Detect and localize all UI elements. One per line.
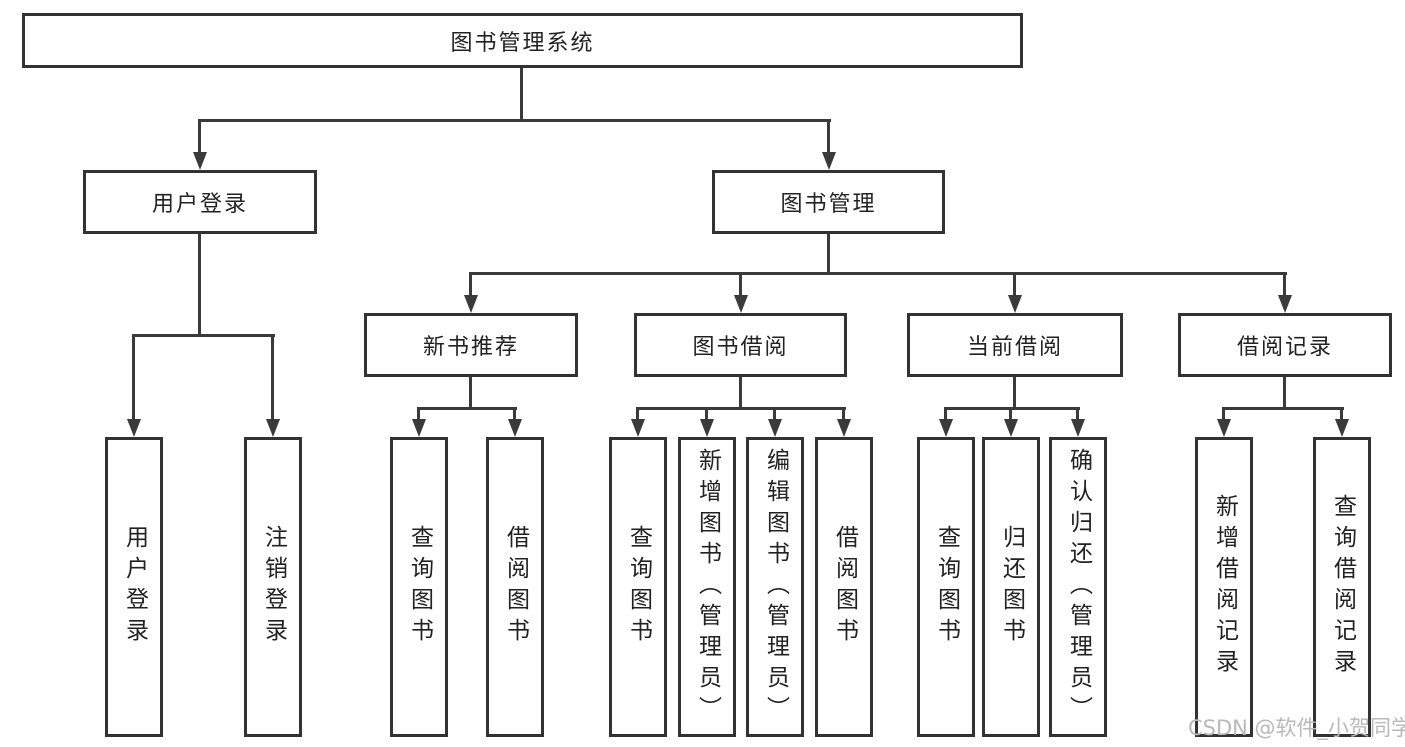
connector-arrow-leaf-login-line <box>132 334 135 420</box>
connector-arrow-br-query-line <box>1340 407 1343 420</box>
connector-arrow-new-book-line <box>469 272 472 297</box>
node-leaf-borrow-book: 借阅图书 <box>815 437 873 737</box>
node-book-management: 图书管理 <box>712 170 945 234</box>
arrow-down-bb-edit <box>768 419 782 437</box>
node-leaf-user-login: 用户登录 <box>105 437 163 737</box>
arrow-down-book-borrow <box>734 295 748 313</box>
connector-arrow-nr-borrow-line <box>513 407 516 420</box>
connector-new-book-stem <box>469 377 472 409</box>
node-new-book-recommend: 新书推荐 <box>364 313 578 377</box>
node-book-borrow: 图书借阅 <box>634 313 847 377</box>
connector-book-mgmt-branch <box>469 272 1287 275</box>
arrow-down-current-borrow <box>1008 295 1022 313</box>
arrow-down-book-mgmt <box>822 152 836 170</box>
connector-current-borrow-stem <box>1013 377 1016 409</box>
node-leaf-edit-book-admin: 编辑图书（管理员） <box>746 437 804 737</box>
connector-root-stem <box>520 68 523 122</box>
connector-current-borrow-branch <box>944 407 1080 410</box>
connector-arrow-current-borrow-line <box>1013 272 1016 297</box>
arrow-down-cb-query <box>939 419 953 437</box>
connector-arrow-bb-borrow-line <box>842 407 845 420</box>
node-current-borrow: 当前借阅 <box>907 313 1123 377</box>
arrow-down-bb-query <box>631 419 645 437</box>
arrow-down-leaf-logout <box>266 419 280 437</box>
node-leaf-add-borrow-record: 新增借阅记录 <box>1195 437 1253 737</box>
node-leaf-query-borrow-record: 查询借阅记录 <box>1313 437 1371 737</box>
arrow-down-leaf-login <box>127 419 141 437</box>
connector-arrow-cb-return-line <box>1009 407 1012 420</box>
connector-book-mgmt-stem <box>827 234 830 275</box>
node-leaf-return-book: 归还图书 <box>982 437 1040 737</box>
connector-root-branch <box>199 119 831 122</box>
connector-arrow-cb-confirm-line <box>1076 407 1079 420</box>
arrow-down-br-add <box>1217 419 1231 437</box>
connector-arrow-cb-query-line <box>944 407 947 420</box>
node-leaf-query-book-current: 查询图书 <box>917 437 975 737</box>
connector-arrow-br-add-line <box>1222 407 1225 420</box>
connector-user-login-branch <box>132 334 275 337</box>
node-leaf-logout: 注销登录 <box>244 437 302 737</box>
arrow-down-cb-return <box>1004 419 1018 437</box>
connector-book-borrow-branch <box>636 407 846 410</box>
connector-arrow-bb-query-line <box>636 407 639 420</box>
watermark-text: CSDN @软件_小贺同学 <box>1188 716 1405 740</box>
connector-arrow-bb-add-line <box>705 407 708 420</box>
node-leaf-query-book-recommend: 查询图书 <box>390 437 448 737</box>
node-user-login: 用户登录 <box>83 170 317 234</box>
node-leaf-add-book-admin: 新增图书（管理员） <box>678 437 736 737</box>
connector-arrow-nr-query-line <box>417 407 420 420</box>
node-leaf-query-book-borrow: 查询图书 <box>609 437 667 737</box>
connector-user-login-stem <box>198 234 201 336</box>
arrow-down-bb-borrow <box>837 419 851 437</box>
node-leaf-confirm-return-admin: 确认归还（管理员） <box>1049 437 1107 737</box>
connector-borrow-record-branch <box>1222 407 1344 410</box>
connector-borrow-record-stem <box>1283 377 1286 409</box>
arrow-down-br-query <box>1335 419 1349 437</box>
node-borrow-records: 借阅记录 <box>1178 313 1392 377</box>
connector-arrow-book-borrow-line <box>739 272 742 297</box>
connector-arrow-borrow-record-line <box>1283 272 1286 297</box>
arrow-down-nr-borrow <box>508 419 522 437</box>
node-library-management-system: 图书管理系统 <box>22 13 1023 68</box>
connector-arrow-bb-edit-line <box>773 407 776 420</box>
arrow-down-cb-confirm <box>1071 419 1085 437</box>
connector-arrow-user-login-line <box>198 119 201 154</box>
connector-arrow-leaf-logout-line <box>271 334 274 420</box>
arrow-down-user-login <box>193 152 207 170</box>
connector-book-borrow-stem <box>739 377 742 409</box>
connector-new-book-branch <box>417 407 517 410</box>
connector-arrow-book-mgmt-line <box>827 119 830 154</box>
node-leaf-borrow-book-recommend: 借阅图书 <box>486 437 544 737</box>
arrow-down-new-book-rec <box>464 295 478 313</box>
arrow-down-nr-query <box>412 419 426 437</box>
arrow-down-bb-add <box>700 419 714 437</box>
arrow-down-borrow-record <box>1278 295 1292 313</box>
